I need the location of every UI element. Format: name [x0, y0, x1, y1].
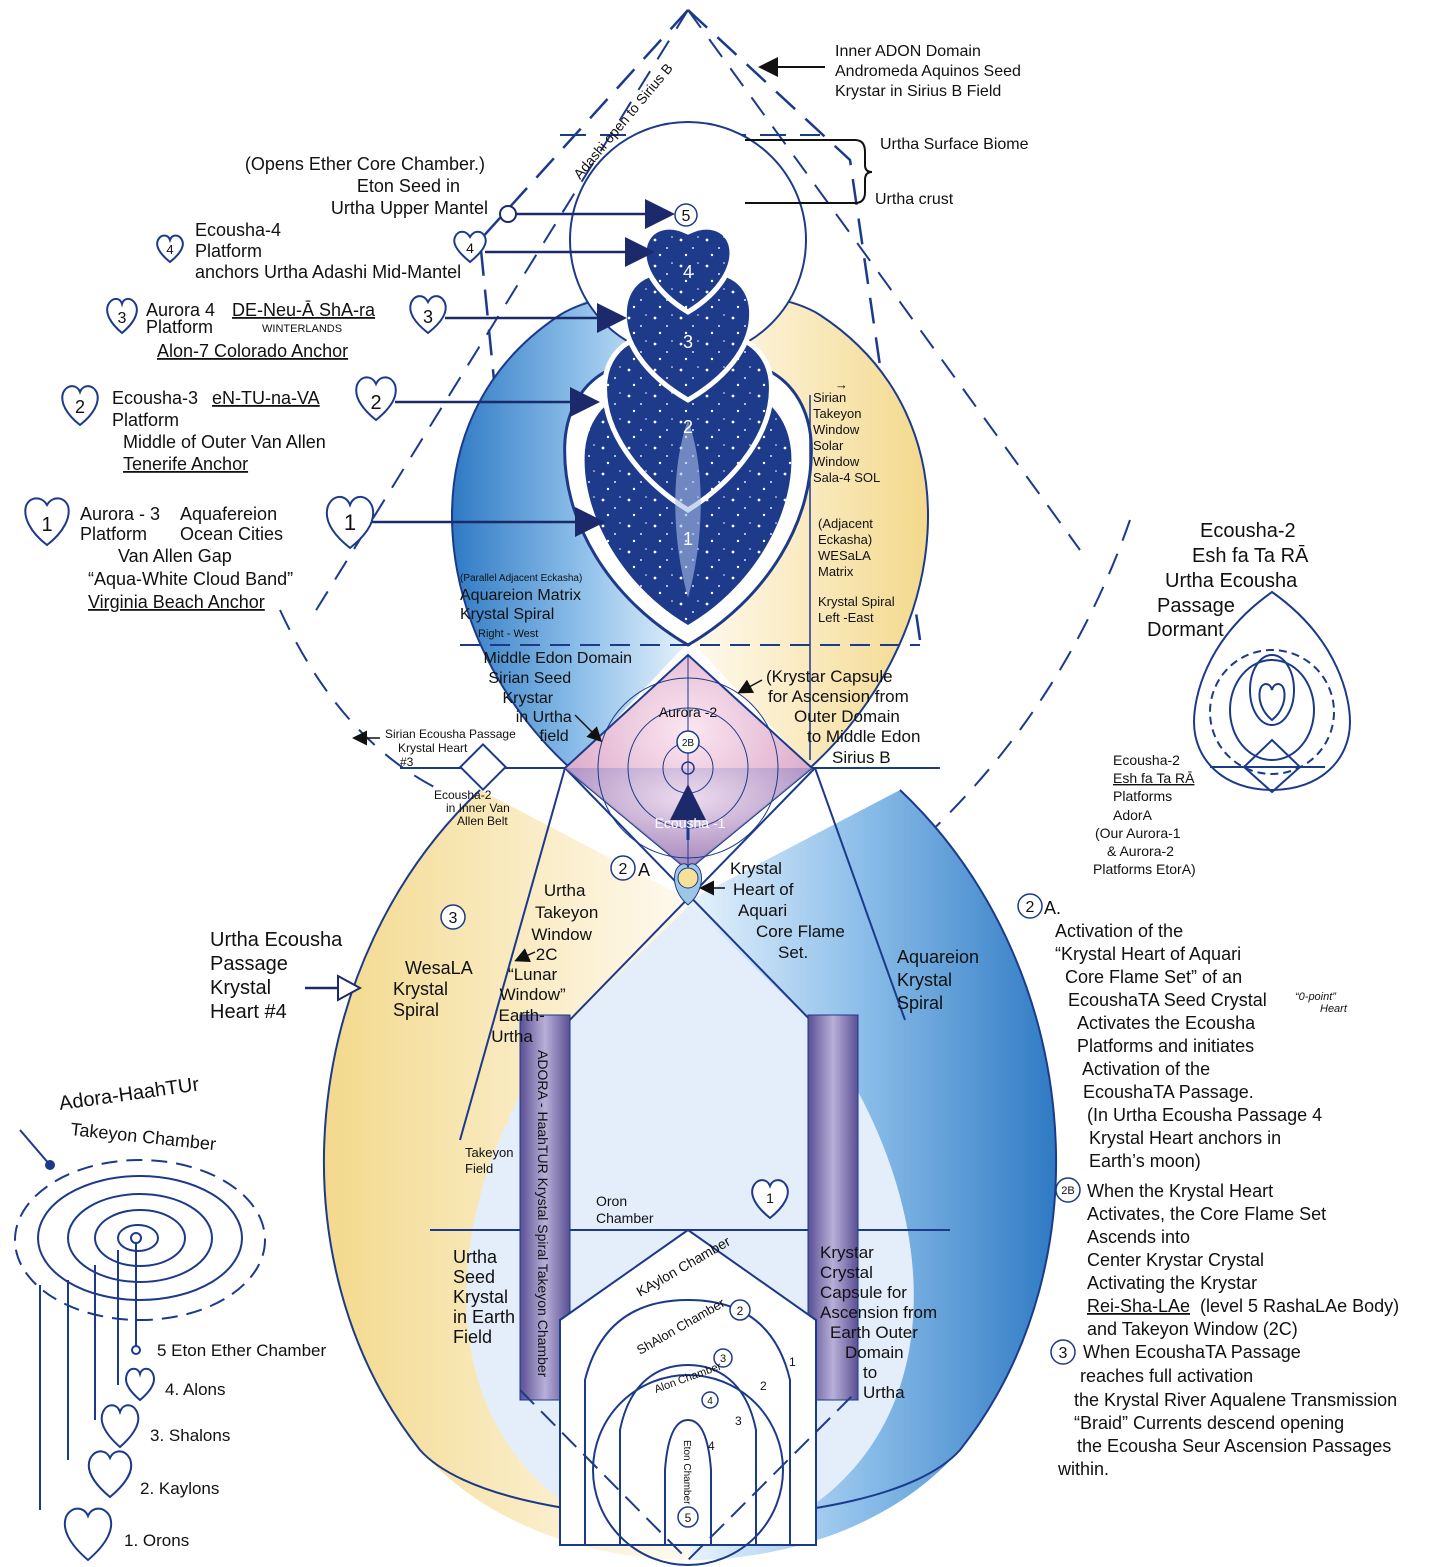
zero-point-text: “0-point” Heart — [1295, 991, 1348, 1015]
biome-text: Urtha Surface Biome — [880, 136, 1029, 153]
platform4-text: Ecousha-4 Platform anchors Urtha Adashi … — [195, 220, 461, 282]
kaylon-heart — [89, 1451, 131, 1497]
aquareion-matrix-pre: (Parallel Adjacent Eckasha) — [460, 573, 582, 584]
ecousha2-van-allen-text: Ecousha-2 in Inner Van Allen Belt — [434, 788, 513, 828]
note-2b-num: 2B — [1061, 1185, 1074, 1197]
chamber-ring-3: 3 — [735, 1414, 742, 1428]
circle3-num: 3 — [449, 910, 458, 927]
ecousha2-platforms: Ecousha-2 Esh fa Ta RĀ Platforms AdorA (… — [1093, 752, 1198, 877]
heart-num-1: 1 — [683, 529, 693, 549]
alon-heart — [126, 1369, 154, 1400]
note-2a-num: 2 — [1026, 899, 1035, 916]
chamber-ring-4: 4 — [708, 1439, 715, 1453]
platform3-sub: WINTERLANDS — [262, 323, 342, 335]
heart-num-4: 4 — [683, 262, 693, 282]
aquareion-right-west: Right - West — [478, 628, 538, 640]
adora-item-2: 2. Kaylons — [140, 1479, 219, 1498]
platform1-name: Aquafereion Ocean Cities — [180, 504, 283, 544]
adora-pointer-line — [20, 1130, 50, 1165]
heart-num-3: 3 — [683, 332, 693, 352]
platform1-anchor: Virginia Beach Anchor — [88, 592, 265, 612]
chamber-ring-1: 1 — [789, 1355, 796, 1369]
oron-heart-num: 1 — [766, 1190, 774, 1206]
chamber-circle-2: 2 — [737, 1304, 744, 1318]
adora-item-4: 4. Alons — [165, 1380, 226, 1399]
aurora2-text: Aurora -2 — [659, 704, 718, 720]
arrow-heart-num-4: 4 — [466, 240, 474, 256]
chamber-ring-2: 2 — [760, 1379, 767, 1393]
heart-num-5: 5 — [682, 208, 691, 225]
adora-item-5: 5 Eton Ether Chamber — [157, 1341, 326, 1360]
platform2-num: 2 — [75, 397, 85, 417]
ecousha-passage4-text: Urtha Ecousha Passage Krystal Heart #4 — [210, 929, 348, 1023]
platform3-name: DE-Neu-Ā ShA-ra — [232, 300, 376, 320]
arrow-heart-num-3: 3 — [423, 307, 433, 327]
platform2-anchor: Tenerife Anchor — [123, 454, 248, 474]
chamber-circle-5: 5 — [685, 1511, 692, 1525]
note-2a-suffix: A. — [1044, 898, 1061, 918]
adora-item-3: 3. Shalons — [150, 1426, 230, 1445]
adora-core — [131, 1233, 141, 1243]
label-2a-suffix: A — [638, 860, 650, 880]
lower-dashed-arc-left — [280, 610, 440, 790]
core-flame-yellow — [678, 868, 698, 888]
crust-text: Urtha crust — [875, 191, 954, 208]
note-3-text: When EcoushaTA Passage reaches full acti… — [1057, 1342, 1402, 1479]
adora-ring-4 — [118, 1225, 158, 1251]
eton-ether-dot — [132, 1346, 140, 1354]
label-2b: 2B — [682, 738, 695, 749]
biome-brace — [855, 140, 872, 203]
eton-chamber-label: Eton Chamber — [681, 1440, 692, 1505]
note-2a-text: Activation of the “Krystal Heart of Aqua… — [1055, 921, 1327, 1171]
note-3-num: 3 — [1059, 1345, 1068, 1362]
arrow-heart-num-2: 2 — [370, 392, 381, 414]
arrow-heart-num-1: 1 — [344, 510, 356, 535]
note-2b-level5: (level 5 RashaLAe Body) — [1200, 1296, 1399, 1316]
adora-column-text: ADORA - HaahTUR Krystal Spiral Takeyon C… — [535, 1050, 551, 1378]
adora-item-1: 1. Orons — [124, 1531, 189, 1550]
platform4-num: 4 — [166, 242, 173, 257]
platform3-text: Aurora 4 Platform — [146, 300, 220, 337]
lower-dashed-arc-right — [900, 520, 1130, 860]
oron-heart — [65, 1509, 111, 1560]
platform2-name: eN-TU-na-VA — [212, 388, 320, 408]
chamber-circle-3: 3 — [720, 1353, 726, 1365]
ecousha1-text: Ecousha -1 — [655, 815, 726, 831]
heart-num-2: 2 — [683, 417, 693, 437]
label-2a-num: 2 — [619, 861, 628, 878]
inner-adon-text: Inner ADON Domain Andromeda Aquinos Seed… — [835, 43, 1025, 100]
eton-seed-dot — [500, 206, 516, 222]
platform3-anchor: Alon-7 Colorado Anchor — [157, 341, 348, 361]
adora-title-1: Adora-HaahTUr — [58, 1073, 201, 1114]
platform3-num: 3 — [118, 310, 127, 327]
shalon-heart — [102, 1405, 139, 1447]
eton-seed-text: (Opens Ether Core Chamber.) Eton Seed in… — [245, 154, 490, 218]
adora-title-2: Takeyon Chamber — [70, 1119, 217, 1154]
platform1-num-visible: 1 — [41, 514, 52, 536]
chamber-circle-4: 4 — [707, 1396, 713, 1407]
